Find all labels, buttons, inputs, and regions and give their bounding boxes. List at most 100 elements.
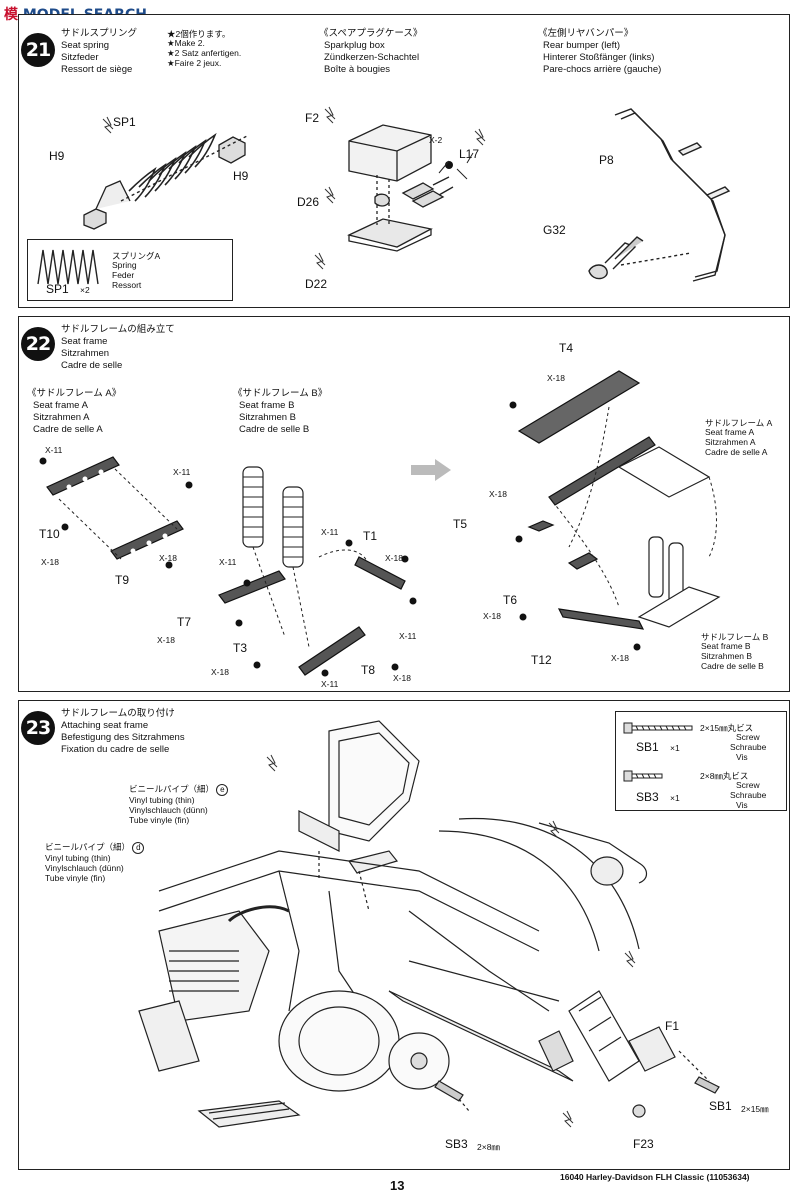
tube-e-fr: Tube vinyle (fin) [129, 815, 190, 825]
sb3-legend-en: Screw [736, 780, 760, 790]
seat-spring-note-fr: ★Faire 2 jeux. [167, 58, 222, 68]
sb1-screw-icon [623, 722, 693, 734]
step-22-title-fr: Cadre de selle [61, 360, 123, 371]
motorcycle-assembly-drawing [138, 720, 720, 1128]
screw-x18-b3: X-18 [211, 667, 229, 677]
rear-bumper-drawing [588, 108, 731, 282]
frame-a-right-en: Seat frame A [705, 427, 755, 437]
sparkplug-title-fr: Boîte à bougies [324, 64, 391, 75]
part-label-x2: X-2 [429, 135, 443, 145]
seat-spring-title-jp: サドルスプリング [61, 28, 138, 39]
frame-b-right-de: Sitzrahmen B [701, 651, 753, 661]
step-22-title-de: Sitzrahmen [61, 348, 110, 359]
sb3-legend-jp: 2×8㎜丸ビス [700, 771, 749, 781]
watermark-logo-glyph: 模 [4, 7, 18, 23]
step-21-number: 21 [21, 33, 55, 67]
tube-e-jp-text: ビニールパイプ（細） [129, 784, 215, 794]
spring-legend-qty: ×2 [80, 285, 90, 295]
screw-legend-box: 2×15㎜丸ビス Screw Schraube Vis SB1 ×1 2×8㎜丸… [615, 711, 787, 811]
sb1-legend-jp: 2×15㎜丸ビス [700, 723, 754, 733]
part-label-t8: T8 [361, 663, 376, 677]
part-label-t10: T10 [39, 527, 60, 541]
part-label-sp1: SP1 [113, 115, 136, 129]
part-label-d22: D22 [305, 277, 328, 291]
seat-spring-note-en: ★Make 2. [167, 38, 205, 48]
sparkplug-title-de: Zündkerzen-Schachtel [324, 52, 420, 63]
part-label-p8: P8 [599, 153, 614, 167]
spring-legend-box: スプリングA Spring Feder Ressort SP1 ×2 [27, 239, 233, 301]
spring-legend-part: SP1 [46, 282, 69, 296]
seat-spring-title-en: Seat spring [61, 40, 110, 51]
page-number: 13 [390, 1178, 405, 1193]
screw-x18-b4: X-18 [393, 673, 411, 683]
part-label-t4: T4 [559, 341, 574, 355]
part-label-t6: T6 [503, 593, 518, 607]
footer-model-name: Harley-Davidson FLH Classic [586, 1172, 705, 1182]
tube-d-fr: Tube vinyle (fin) [45, 873, 106, 883]
frame-b-title-fr: Cadre de selle B [239, 424, 310, 435]
assembled-frame-drawing [509, 370, 721, 651]
screw-x11-b1: X-11 [219, 557, 237, 567]
screw-x18-b1: X-18 [385, 553, 403, 563]
spring-legend-fr: Ressort [112, 280, 142, 290]
frame-b-title-de: Sitzrahmen B [239, 412, 297, 423]
screw-x11-b2: X-11 [321, 527, 339, 537]
part-label-h9-left: H9 [49, 149, 65, 163]
tube-e-mark: e [216, 784, 229, 796]
bumper-title-jp: 《左側リヤバンパー》 [538, 28, 634, 39]
step-23-title-jp: サドルフレームの取り付け [61, 708, 175, 719]
tube-d-jp: ビニールパイプ（細） d [45, 841, 145, 854]
screw-x18-a1: X-18 [41, 557, 59, 567]
part-label-l17: L17 [459, 147, 480, 161]
part-label-g32: G32 [543, 223, 566, 237]
frame-b-title-jp: 《サドルフレーム B》 [233, 388, 328, 399]
part-label-t1: T1 [363, 529, 378, 543]
frame-b-right-jp: サドルフレーム B [701, 632, 769, 642]
step-23-title-de: Befestigung des Sitzrahmens [61, 732, 185, 743]
screw-x18-c3: X-18 [483, 611, 501, 621]
frame-b-drawing [218, 466, 417, 677]
seat-spring-drawing [83, 116, 250, 230]
frame-a-drawing [39, 456, 193, 569]
part-label-t3: T3 [233, 641, 248, 655]
step-21-panel: 21 サドルスプリング Seat spring Sitzfeder Ressor… [18, 14, 790, 308]
part-label-f23: F23 [633, 1137, 654, 1151]
step-22-title-en: Seat frame [61, 336, 108, 347]
step-23-panel: 23 サドルフレームの取り付け Attaching seat frame Bef… [18, 700, 790, 1170]
frame-a-title-de: Sitzrahmen A [33, 412, 90, 423]
seat-spring-note-jp: ★2個作ります。 [167, 29, 231, 39]
step-22-number: 22 [21, 327, 55, 361]
bumper-title-en: Rear bumper (left) [543, 40, 621, 51]
spring-legend-en: Spring [112, 260, 137, 270]
part-label-f2: F2 [305, 111, 320, 125]
part-label-f1: F1 [665, 1019, 680, 1033]
sb3-legend-fr: Vis [736, 800, 748, 810]
tube-e-de: Vinylschlauch (dünn) [129, 805, 208, 815]
spring-legend-icon [37, 249, 99, 285]
sb1-legend-en: Screw [736, 732, 760, 742]
sb3-legend-qty: ×1 [670, 793, 680, 803]
step-23-number: 23 [21, 711, 55, 745]
frame-b-right-fr: Cadre de selle B [701, 661, 764, 671]
screw-x18-c1: X-18 [547, 373, 565, 383]
screw-x11-a1: X-11 [45, 445, 63, 455]
frame-a-right-de: Sitzrahmen A [705, 437, 756, 447]
frame-b-title-en: Seat frame B [239, 400, 295, 411]
tube-e-jp: ビニールパイプ（細） e [129, 783, 229, 796]
screw-x11-a2: X-11 [173, 467, 191, 477]
part-label-t7: T7 [177, 615, 192, 629]
sb3-screw-icon [623, 770, 663, 782]
tube-e-en: Vinyl tubing (thin) [129, 795, 195, 805]
seat-spring-title-de: Sitzfeder [61, 52, 99, 63]
part-label-d26: D26 [297, 195, 320, 209]
screw-x11-b3: X-11 [399, 631, 417, 641]
screw-x11-b4: X-11 [321, 679, 339, 689]
screw-x18-c2: X-18 [489, 489, 507, 499]
part-label-sb3-size: 2×8㎜ [477, 1142, 500, 1152]
bumper-title-de: Hinterer Stoßfänger (links) [543, 52, 655, 63]
sb1-legend-de: Schraube [730, 742, 767, 752]
part-label-sb3: SB3 [445, 1137, 468, 1151]
screw-x18-c4: X-18 [611, 653, 629, 663]
sb1-legend-fr: Vis [736, 752, 748, 762]
part-label-t5: T5 [453, 517, 468, 531]
